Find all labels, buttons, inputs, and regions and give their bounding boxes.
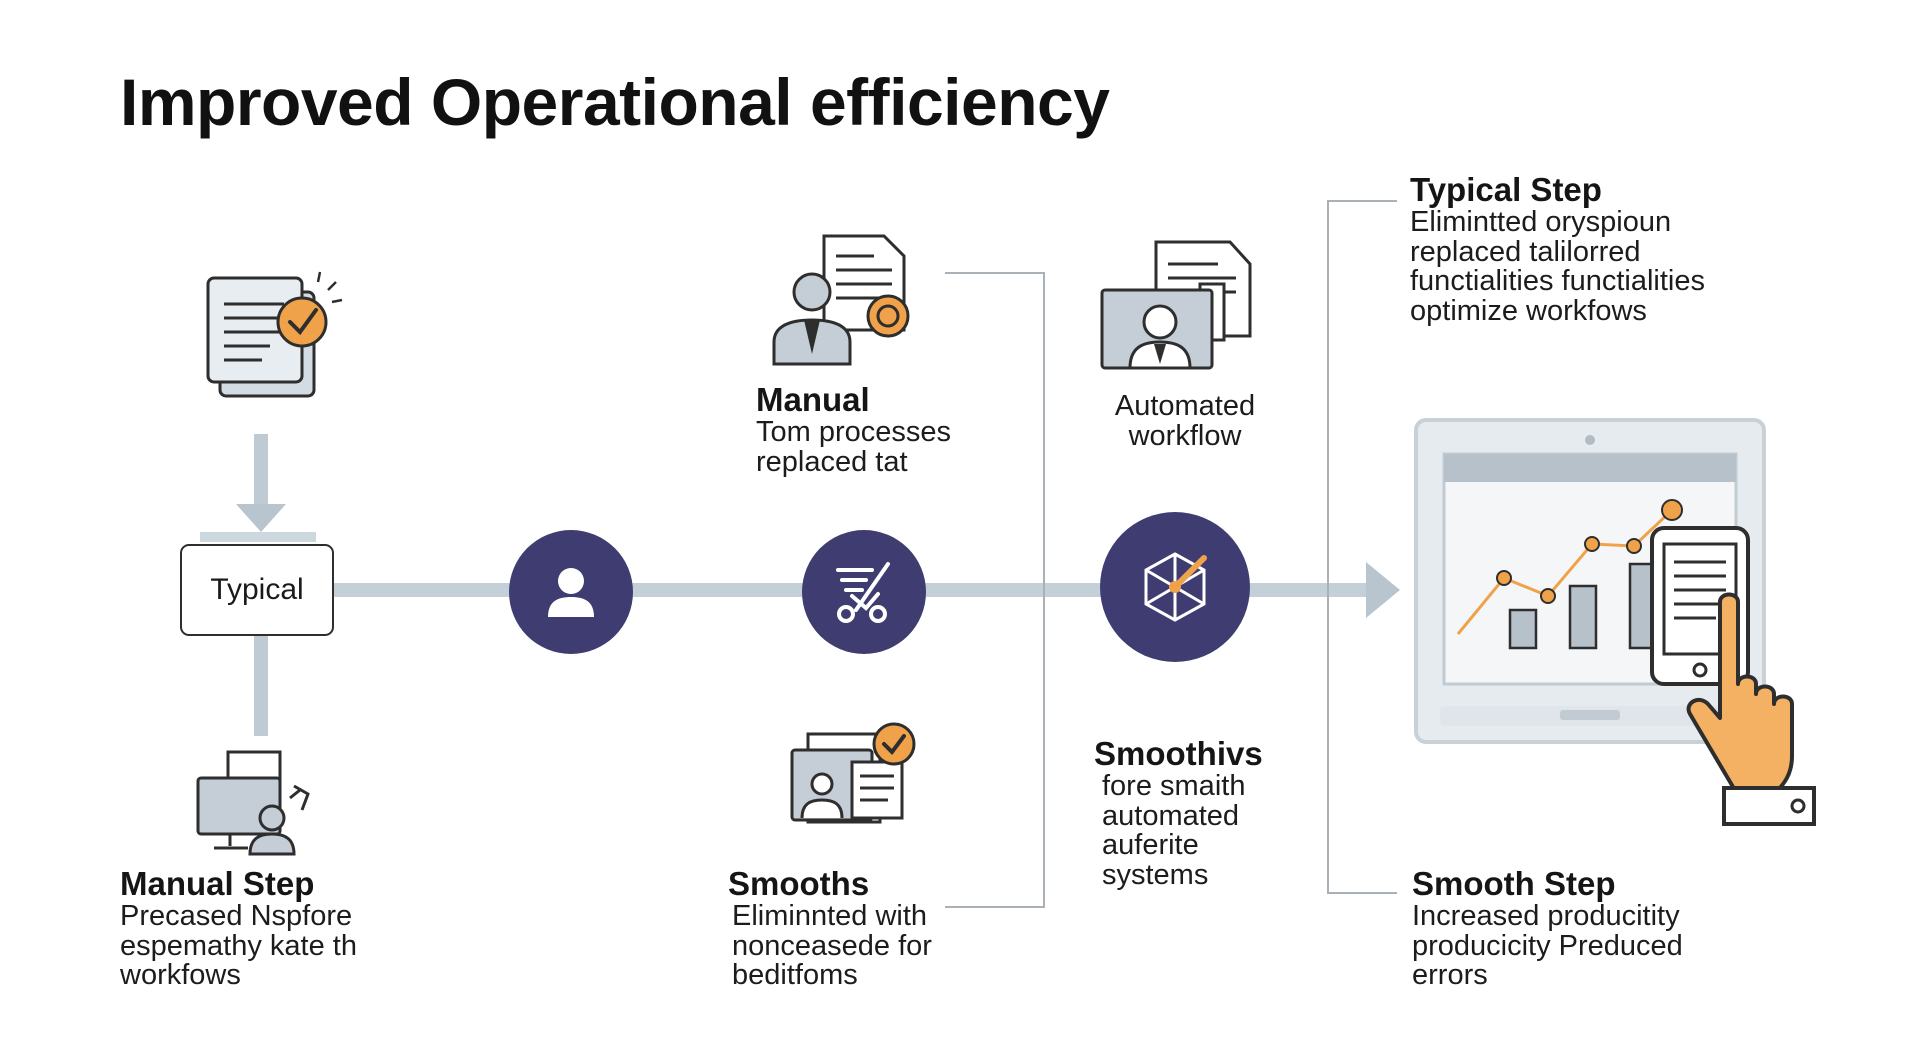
smoothivs-line: fore smaith [1102,770,1246,803]
manual-step-line: Precased Nspfore [120,900,353,933]
down-arrow-head [236,504,286,532]
user-node [509,530,633,654]
manual-heading: Manual [756,381,870,418]
vertical-pipe-top [254,434,268,524]
typical-step-line: optimize workfows [1410,295,1647,328]
monitor-user-document-icon [1100,240,1252,370]
user-icon [548,568,594,617]
typical-step-line: Elimintted oryspioun [1410,206,1672,239]
manual-line: Tom processes [756,416,952,449]
smoothivs-heading: Smoothivs [1094,735,1263,772]
network-node [1100,512,1250,662]
smooth-step-description: Increased producitity producicity Preduc… [1412,902,1812,991]
smooths-block: Smooths Eliminnted with nonceasede for b… [728,865,988,991]
typical-box: Typical [180,544,334,636]
smoothivs-line: automated [1102,799,1240,832]
vertical-pipe-bottom [254,636,268,736]
typical-box-label: Typical [210,573,304,606]
bracket-typical-smooth-step [1327,200,1397,894]
computer-user-icon [196,750,310,856]
smooths-line: Eliminnted with [732,900,928,933]
pointing-hand-icon [1686,592,1816,826]
manual-step-description: Precased Nspfore espemathy kate th workf… [120,902,480,991]
document-check-icon [206,271,343,398]
bracket-manual-smooths [945,272,1045,908]
smoothivs-block: Smoothivs fore smaith automated auferite… [1094,735,1334,891]
smooths-line: nonceasede for [732,929,932,962]
smooth-step-heading: Smooth Step [1412,865,1616,902]
smooth-step-line: errors [1412,959,1488,992]
process-node [802,530,926,654]
typical-step-block: Typical Step Elimintted oryspioun replac… [1410,171,1810,327]
person-document-icon [772,234,910,366]
smooths-heading: Smooths [728,865,870,902]
automated-line: Automated [1114,390,1256,422]
manual-step-block: Manual Step Precased Nspfore espemathy k… [120,865,480,991]
typical-step-line: functialities functialities [1410,265,1705,298]
smoothivs-description: fore smaith automated auferite systems [1094,772,1334,890]
automated-line: workflow [1128,419,1242,452]
manual-description: Tom processes replaced tat [756,418,1016,477]
smooths-description: Eliminnted with nonceasede for beditfoms [728,902,988,991]
typical-step-line: replaced talilorred [1410,235,1641,268]
manual-step-line: workfows [120,959,241,992]
manual-step-line: espemathy kate th [120,929,357,962]
process-tools-icon [836,562,890,623]
smoothivs-line: auferite [1102,829,1199,862]
page-title: Improved Operational efficiency [120,65,1110,139]
typical-step-heading: Typical Step [1410,171,1602,208]
manual-block: Manual Tom processes replaced tat [756,381,1016,477]
automated-workflow-caption: Automated workflow [1100,390,1270,452]
network-hub-icon [1144,552,1207,622]
typical-step-description: Elimintted oryspioun replaced talilorred… [1410,208,1810,326]
smooth-step-block: Smooth Step Increased producitity produc… [1412,865,1812,991]
manual-line: replaced tat [756,445,908,478]
smoothivs-line: systems [1102,859,1209,892]
smooth-step-line: Increased producitity [1412,900,1680,933]
smooth-step-line: producicity Preduced [1412,929,1683,962]
manual-step-heading: Manual Step [120,865,315,902]
user-document-check-icon [790,722,916,824]
smooths-line: beditfoms [732,959,858,992]
flow-arrow-head [1366,562,1400,618]
typical-box-cap [200,532,316,542]
